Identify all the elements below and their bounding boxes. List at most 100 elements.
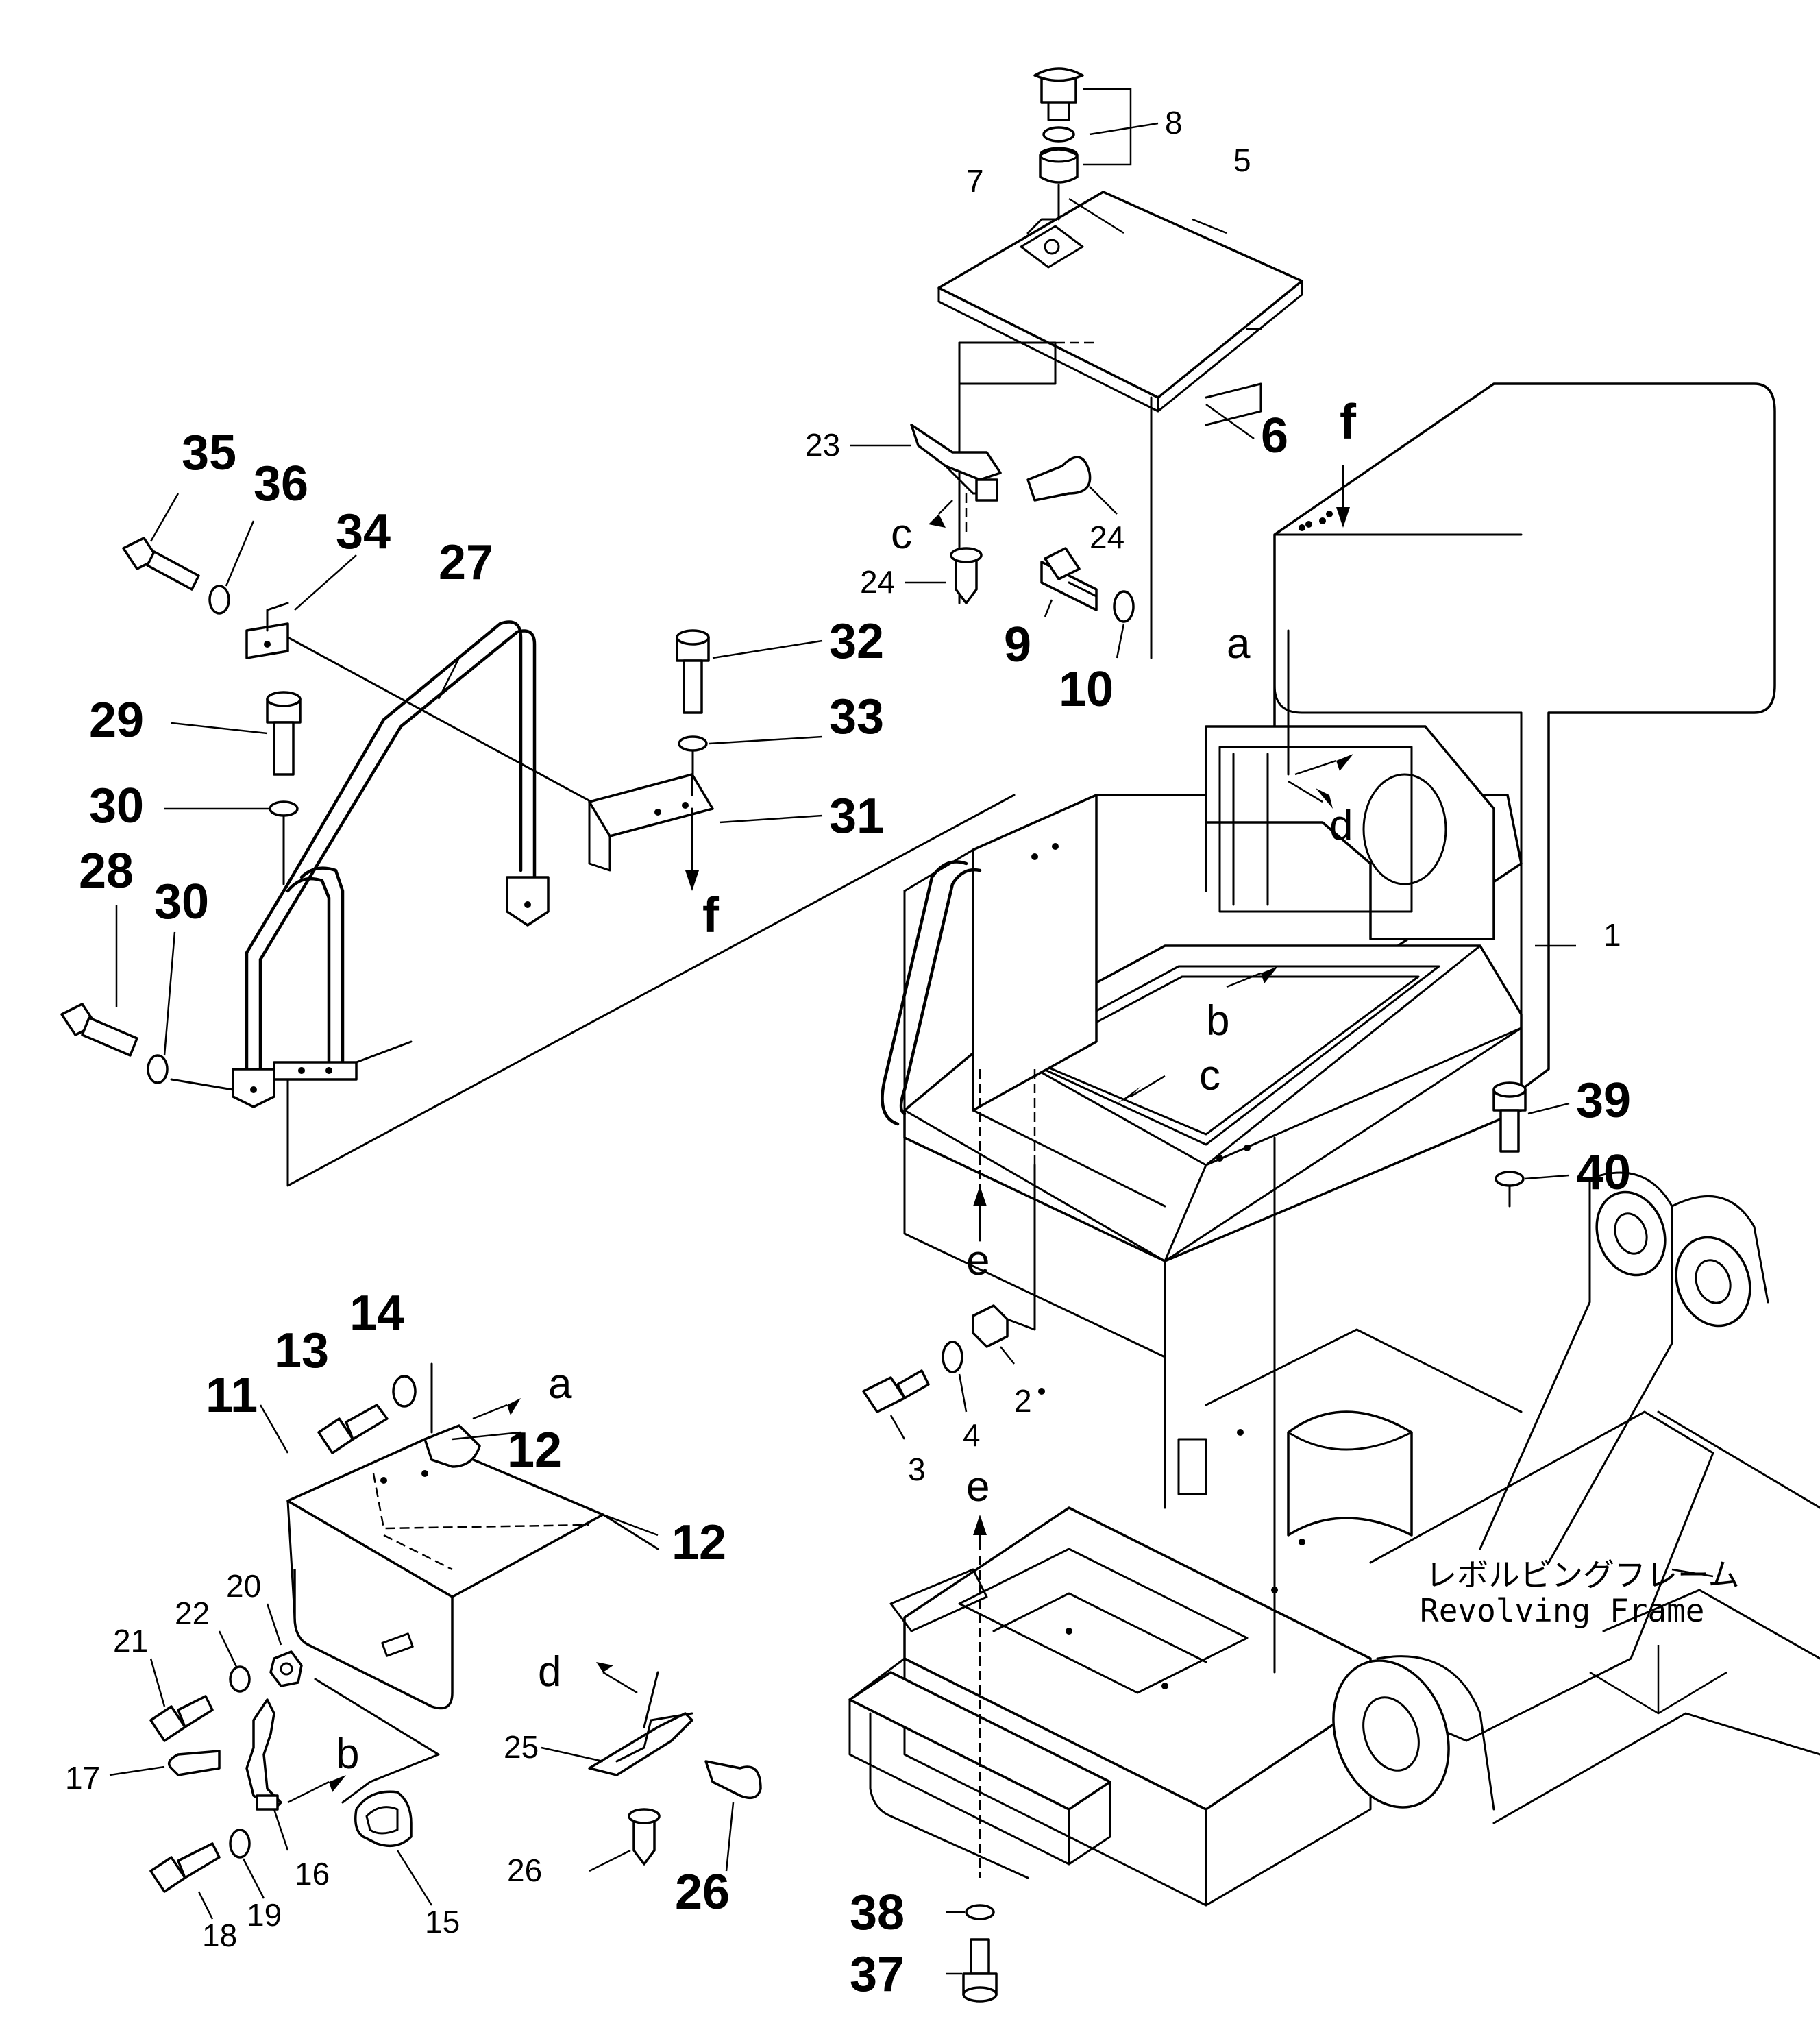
callout-17: 17	[65, 1760, 100, 1796]
callout-29: 29	[89, 693, 144, 748]
part-15-grommet	[354, 1790, 433, 1906]
callout-39: 39	[1576, 1073, 1631, 1128]
callout-3: 3	[908, 1452, 926, 1487]
callout-13: 13	[274, 1323, 329, 1378]
callout-21: 21	[113, 1623, 148, 1659]
callout-18: 18	[202, 1918, 237, 1953]
part-34-bracket	[245, 554, 618, 817]
battery-box-lid	[937, 191, 1303, 659]
part-32-bolt	[676, 629, 823, 714]
ref-d2: d	[538, 1648, 561, 1696]
ref-e2: e	[966, 1463, 989, 1511]
part-37-bolt	[946, 1938, 998, 2003]
part-9-bolt	[1040, 547, 1098, 617]
part-13-bolt	[317, 1404, 389, 1454]
ref-f1: f	[1340, 395, 1357, 450]
part-2-bracket	[972, 1164, 1036, 1365]
part-3-bolt	[862, 1369, 930, 1440]
part-10-washer	[1113, 590, 1135, 659]
part-24-screw-b	[905, 547, 983, 604]
part-18-bolt	[149, 1842, 221, 1920]
callout-20: 20	[226, 1568, 261, 1604]
callout-1: 1	[1603, 917, 1621, 953]
part-28-bolt	[60, 905, 138, 1057]
ref-a2: a	[548, 1360, 572, 1408]
callout-31: 31	[829, 789, 884, 844]
revolving-frame	[848, 1171, 1820, 1907]
ref-f2: f	[702, 888, 720, 943]
part-19-washer	[229, 1829, 265, 1899]
callout-33: 33	[829, 689, 884, 744]
callout-12a: 12	[507, 1423, 562, 1478]
callout-25: 25	[504, 1729, 539, 1765]
ref-c2: c	[1199, 1052, 1220, 1099]
part-29-bolt	[171, 691, 302, 776]
callout-5: 5	[1233, 143, 1251, 178]
ref-e1: e	[966, 1237, 989, 1284]
callout-26a: 26	[507, 1852, 542, 1888]
part-27-handrail	[232, 620, 1016, 1187]
part-16-latch	[245, 1698, 346, 1851]
part-26-screw-a	[589, 1808, 661, 1872]
part-20-nut	[266, 1603, 303, 1687]
callout-16: 16	[295, 1856, 330, 1892]
callout-11: 11	[206, 1368, 258, 1423]
ref-c1: c	[891, 511, 912, 558]
callout-6: 6	[1261, 408, 1288, 463]
part-11-cover	[259, 1362, 659, 1804]
frame-label-en: Revolving Frame	[1420, 1592, 1704, 1629]
part-33-washer	[678, 735, 823, 776]
part-36-washer	[208, 520, 255, 615]
callout-12b: 12	[672, 1515, 726, 1570]
part-26-screw-b	[704, 1760, 762, 1872]
part-17-screw	[109, 1750, 221, 1776]
ref-d1: d	[1329, 802, 1353, 849]
callout-9: 9	[1004, 617, 1031, 672]
callout-10: 10	[1059, 662, 1114, 717]
part-39-bolt	[1492, 1081, 1570, 1153]
part-38-washer	[946, 1904, 995, 1920]
callout-4: 4	[963, 1417, 981, 1453]
part-30-washer-a	[164, 800, 299, 885]
callout-38: 38	[850, 1885, 905, 1940]
callout-34: 34	[336, 504, 391, 559]
ref-a1: a	[1227, 620, 1251, 668]
callout-30b: 30	[154, 875, 209, 929]
callout-7: 7	[966, 163, 984, 199]
part-4-washer	[942, 1341, 968, 1413]
part-22-washer	[218, 1630, 251, 1693]
part-31-bracket	[588, 773, 823, 891]
callout-27: 27	[439, 535, 493, 590]
part-30-washer-b	[147, 931, 234, 1091]
callout-24b: 24	[860, 564, 895, 600]
callout-24a: 24	[1090, 519, 1124, 555]
part-21-bolt	[149, 1658, 214, 1742]
part-8-fasteners	[1033, 67, 1159, 221]
callout-8: 8	[1165, 105, 1183, 140]
callout-32: 32	[829, 614, 884, 669]
callout-35: 35	[182, 426, 236, 480]
callout-15: 15	[425, 1904, 460, 1940]
callout-30a: 30	[89, 779, 144, 833]
ref-b2: b	[336, 1731, 359, 1778]
callout-37: 37	[850, 1947, 905, 2002]
part-35-bolt	[122, 493, 200, 591]
part-40-washer	[1495, 1171, 1570, 1208]
callout-40: 40	[1576, 1145, 1631, 1200]
callout-2: 2	[1014, 1383, 1032, 1419]
ref-b1: b	[1206, 997, 1229, 1044]
callout-28: 28	[79, 844, 134, 898]
callout-36: 36	[254, 456, 308, 511]
frame-label-jp: レボルビングフレーム	[1425, 1556, 1740, 1593]
part-24-screw-a	[1026, 456, 1118, 515]
callout-22: 22	[175, 1595, 210, 1631]
part-25-latch	[541, 1662, 693, 1776]
callout-19: 19	[247, 1897, 282, 1933]
part-14-washer	[392, 1375, 417, 1408]
callout-14: 14	[349, 1286, 404, 1341]
callout-26b: 26	[675, 1865, 730, 1920]
callout-23: 23	[805, 427, 840, 463]
part-23-latch	[850, 424, 1002, 535]
